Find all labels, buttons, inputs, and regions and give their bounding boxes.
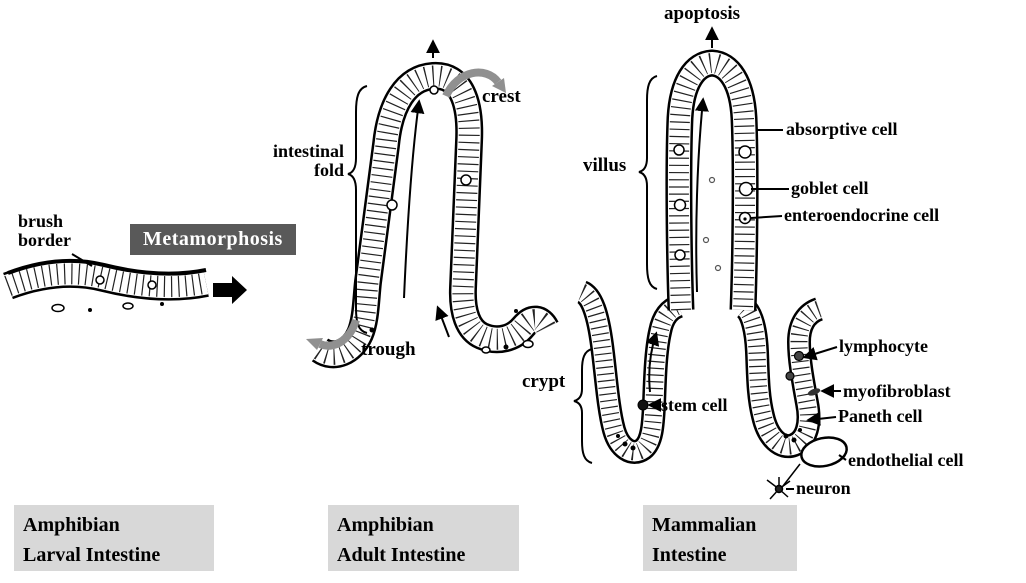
braces (347, 75, 658, 464)
goblet-cell-shape (738, 181, 754, 197)
label-paneth-cell: Paneth cell (838, 406, 923, 426)
label-goblet-cell: goblet cell (791, 178, 869, 198)
crest-curved-arrow (442, 68, 502, 98)
label-stem-cell: stem cell (661, 395, 728, 415)
mammalian-intestine-drawing (582, 63, 848, 500)
brush-border-leader (71, 253, 93, 267)
mesenchyme-cell (481, 346, 491, 354)
label-absorptive-cell: absorptive cell (786, 119, 898, 139)
label-trough: trough (361, 339, 416, 360)
trough-curved-arrow (318, 318, 360, 350)
lymphocyte-leader (802, 346, 838, 361)
endothelial-cell-shape (800, 436, 848, 468)
crest-arrowhead (492, 78, 506, 93)
crypt-brace (573, 348, 593, 464)
goblet-cell-shape (429, 85, 439, 95)
crypt-migration-arrow (645, 331, 660, 393)
gray-arrows (306, 68, 506, 350)
mesenchyme-cell (122, 302, 134, 310)
fold-base-arrow (435, 305, 450, 338)
myofibroblast-shape (807, 388, 821, 396)
label-apoptosis: apoptosis (664, 3, 741, 24)
label-brush-border: brush border (18, 211, 71, 251)
metamorphosis-arrow (213, 276, 247, 304)
lymphocyte-shape (785, 371, 795, 381)
panel-title-mammalian: Mammalian Intestine (643, 505, 797, 571)
enteroendocrine-leader (750, 215, 783, 219)
villus-brace (638, 75, 658, 290)
larval-epithelium-drawing (7, 258, 207, 313)
metamorphosis-banner: Metamorphosis (130, 224, 296, 255)
label-villus: villus (583, 155, 627, 176)
lymphocyte-shape (793, 350, 805, 362)
fold-migration-arrow (403, 99, 425, 299)
goblet-cell-shape (386, 199, 398, 211)
goblet-cell-shape (673, 144, 685, 156)
trough-arrowhead (306, 338, 323, 350)
goblet-cell-shape (674, 249, 686, 261)
mesenchyme-cell (51, 303, 65, 313)
mesenchyme-cell (522, 339, 534, 349)
label-crypt: crypt (522, 371, 566, 392)
stem-cell-shape (637, 399, 649, 411)
leader-lines (71, 129, 847, 490)
intestinal-fold-drawing (320, 76, 546, 354)
label-myofibroblast: myofibroblast (843, 381, 951, 401)
label-endothelial-cell: endothelial cell (848, 450, 964, 470)
panel-title-amphibian-adult: Amphibian Adult Intestine (328, 505, 519, 571)
intestinal-fold-brace (347, 85, 368, 334)
goblet-cell-shape (738, 145, 752, 159)
flow-arrows (403, 26, 719, 393)
label-enteroendocrine-cell: enteroendocrine cell (784, 205, 940, 225)
label-lymphocyte: lymphocyte (839, 336, 928, 356)
brush-border-edge (7, 258, 207, 276)
paneth-cell-leader (806, 411, 837, 426)
goblet-cell-shape (460, 174, 472, 186)
paneth-cell-granules (616, 428, 802, 451)
label-neuron: neuron (796, 478, 851, 498)
endothelial-leader (838, 454, 847, 461)
panel-title-amphibian-larval: Amphibian Larval Intestine (14, 505, 214, 571)
label-intestinal-fold: intestinal fold (272, 141, 344, 181)
villus-migration-arrow (694, 97, 709, 293)
goblet-cell-shape (673, 198, 687, 212)
neuron-shape (766, 463, 801, 500)
label-crest: crest (482, 86, 521, 107)
